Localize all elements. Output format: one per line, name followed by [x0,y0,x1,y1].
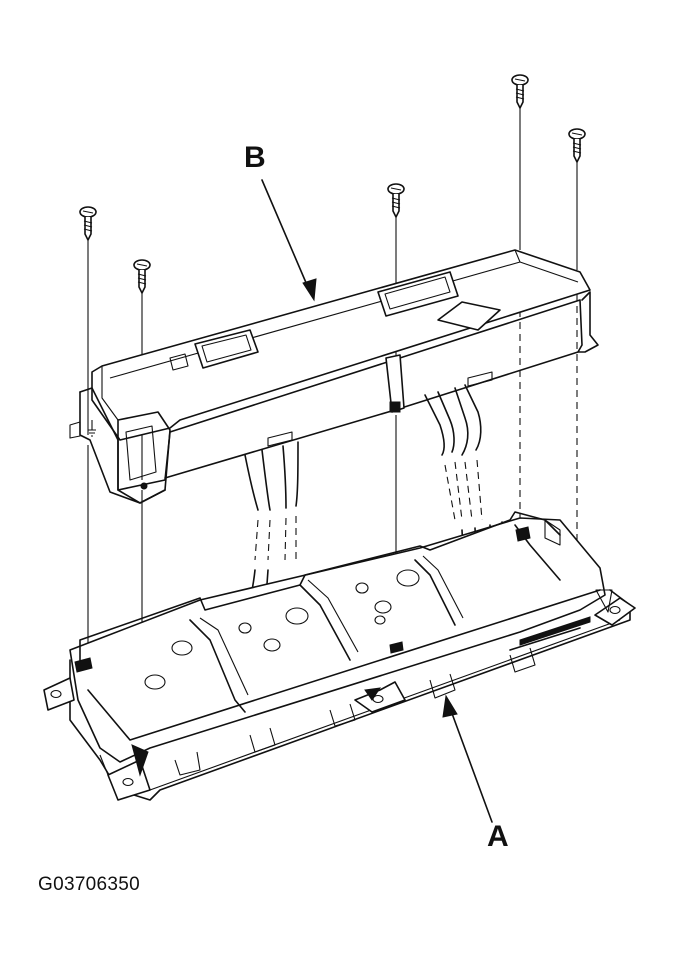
screw-icon [387,183,405,218]
screw-icon [511,74,529,109]
callout-arrow-b [261,179,317,302]
screw-icon [133,259,151,294]
callout-label-b: B [244,141,266,174]
figure-code: G03706350 [38,874,141,895]
screw-icon [79,206,97,241]
screw-icon [568,128,586,163]
upper-cover [69,249,599,504]
callout-label-a: A [487,820,509,853]
callout-arrow-a [442,694,493,823]
lower-housing [43,511,636,801]
